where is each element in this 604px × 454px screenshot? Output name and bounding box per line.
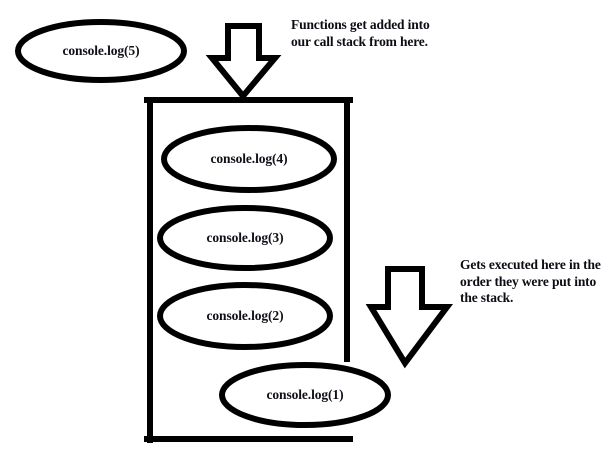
console-log-5-ellipse — [15, 19, 187, 83]
push-arrow-down-icon — [205, 23, 282, 101]
push-annotation-text: Functions get added into our call stack … — [291, 17, 430, 49]
console-log-4-ellipse — [161, 125, 337, 193]
console-log-3-ellipse — [157, 205, 333, 271]
console-log-1-ellipse — [219, 362, 391, 428]
call-stack-container — [144, 97, 353, 443]
execute-annotation-text: Gets executed here in the order they wer… — [460, 257, 601, 305]
console-log-2-ellipse — [157, 282, 333, 350]
execute-arrow-down-icon — [365, 266, 453, 369]
